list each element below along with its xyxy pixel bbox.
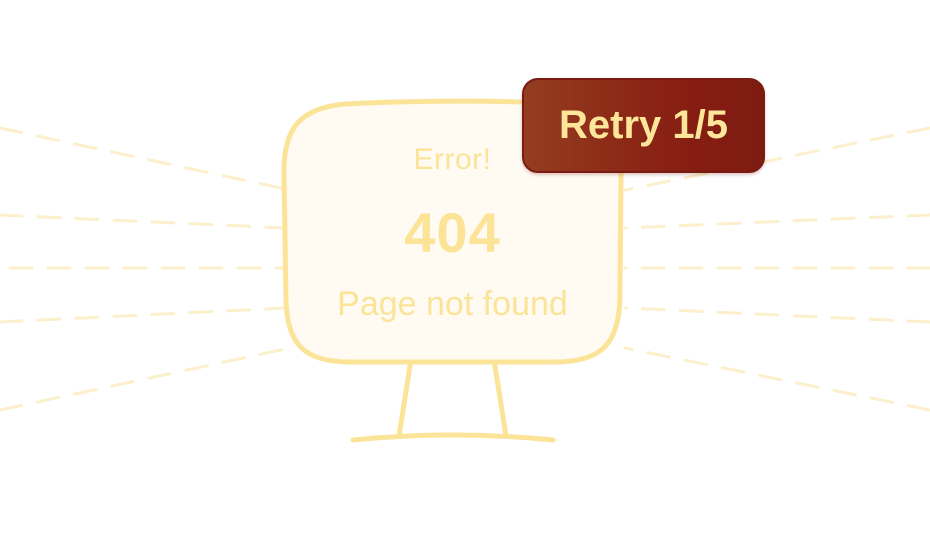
error-label: Error! xyxy=(413,143,492,176)
monitor-base xyxy=(350,432,556,443)
ray-left-4 xyxy=(0,306,287,324)
ray-left-1 xyxy=(0,126,292,192)
ray-right-1 xyxy=(623,126,930,192)
ray-right-2 xyxy=(623,213,930,230)
ray-left-2 xyxy=(0,213,287,230)
ray-left-5 xyxy=(0,346,292,412)
monitor-stand-left xyxy=(396,363,413,439)
monitor-stand-right xyxy=(492,363,509,439)
ray-right-5 xyxy=(623,346,930,412)
error-message: Page not found xyxy=(337,285,568,323)
ray-right-4 xyxy=(623,306,930,324)
retry-button[interactable]: Retry 1/5 xyxy=(522,78,765,173)
error-code: 404 xyxy=(404,201,501,264)
